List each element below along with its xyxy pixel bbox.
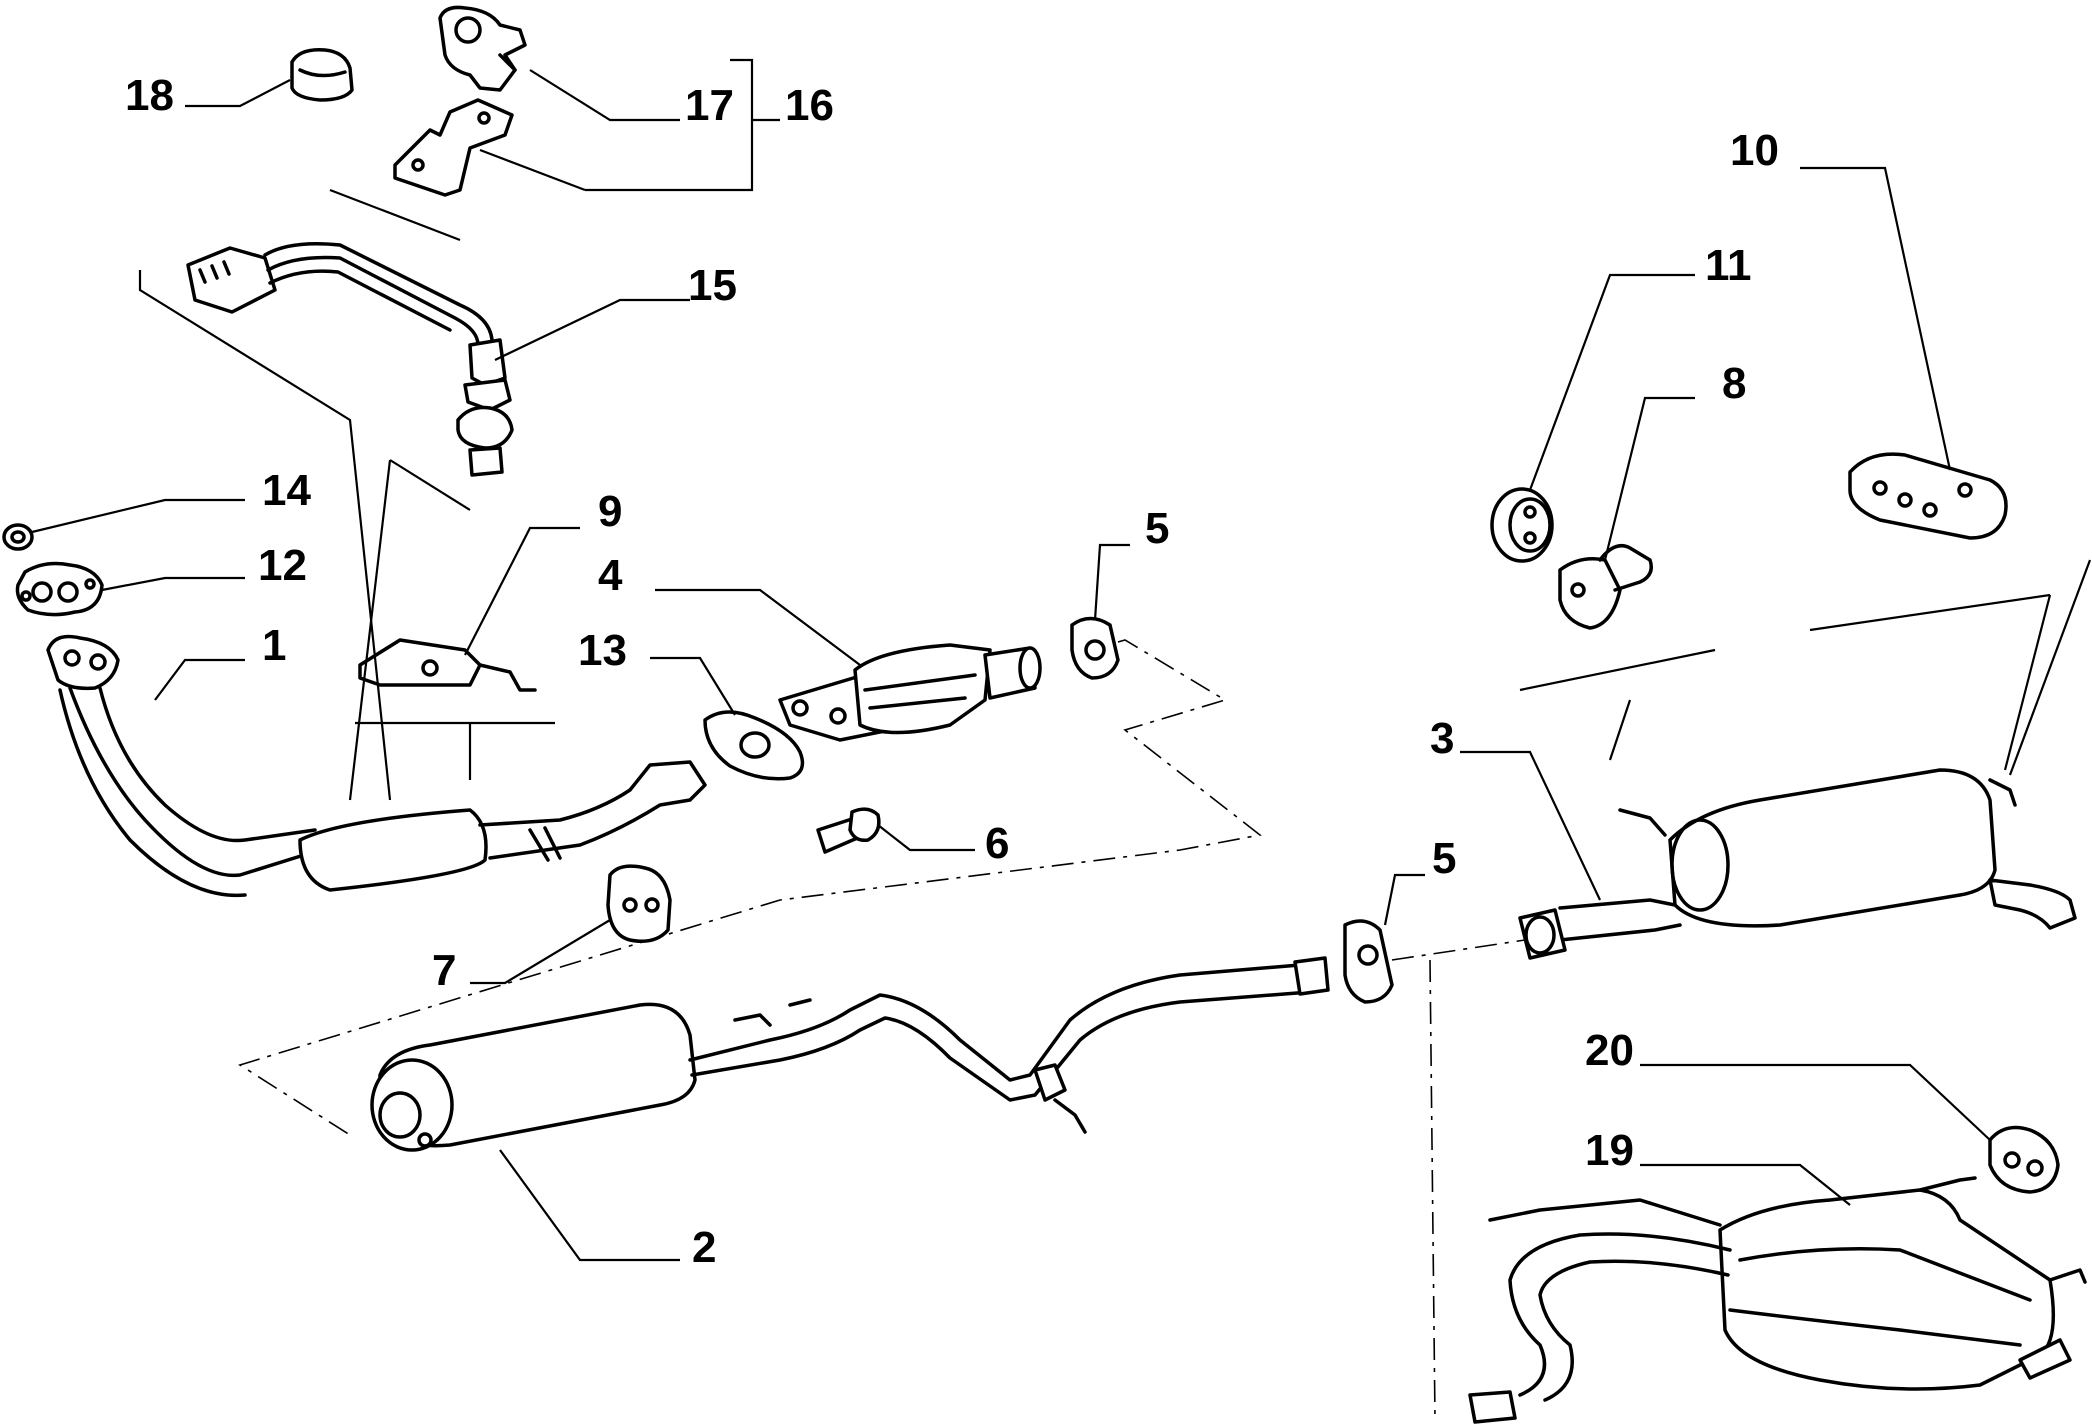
part-7-rubber-hanger-icon bbox=[606, 864, 672, 943]
label-20: 20 bbox=[1585, 1026, 1634, 1075]
label-19: 19 bbox=[1585, 1126, 1634, 1175]
label-7: 7 bbox=[432, 946, 456, 995]
label-15: 15 bbox=[688, 261, 737, 310]
label-2: 2 bbox=[692, 1223, 716, 1272]
label-10: 10 bbox=[1730, 126, 1779, 175]
part-19-rear-muffler-icon bbox=[1468, 1176, 2087, 1424]
part-16-bracket-icon bbox=[393, 98, 514, 197]
label-1: 1 bbox=[262, 621, 286, 670]
part-5-upper-rubber-mount-icon bbox=[1070, 616, 1120, 680]
label-6: 6 bbox=[985, 819, 1009, 868]
part-9-heat-shield-icon bbox=[358, 638, 537, 692]
assembly-dash-lines bbox=[238, 639, 1526, 1421]
label-3: 3 bbox=[1430, 714, 1454, 763]
part-1-front-pipe-icon bbox=[46, 634, 707, 898]
part-20-rubber-hanger-icon bbox=[1988, 1125, 2060, 1194]
part-6-bolt-icon bbox=[816, 807, 881, 854]
part-17-clamp-icon bbox=[438, 5, 527, 92]
label-18: 18 bbox=[125, 71, 174, 120]
part-18-cap-icon bbox=[290, 48, 354, 102]
part-4-catalytic-converter-icon bbox=[778, 643, 1042, 742]
label-16: 16 bbox=[785, 81, 834, 130]
part-5-lower-rubber-mount-icon bbox=[1343, 919, 1394, 1004]
label-9: 9 bbox=[598, 487, 622, 536]
leader-lines bbox=[31, 58, 2092, 1262]
part-2-center-muffler-icon bbox=[370, 956, 1330, 1152]
part-8-bracket-icon bbox=[1558, 544, 1653, 630]
label-5-upper: 5 bbox=[1145, 504, 1169, 553]
label-5-lower: 5 bbox=[1432, 834, 1456, 883]
part-labels: 1 2 3 4 5 5 6 7 8 9 10 11 12 13 14 15 16… bbox=[125, 71, 1779, 1272]
part-12-gasket-icon bbox=[15, 561, 104, 617]
part-3-rear-muffler-icon bbox=[1518, 768, 2077, 960]
label-17: 17 bbox=[685, 81, 734, 130]
label-13: 13 bbox=[578, 626, 627, 675]
part-15-oxygen-sensor-icon bbox=[186, 242, 514, 477]
label-12: 12 bbox=[258, 541, 307, 590]
part-13-gasket-icon bbox=[703, 710, 805, 781]
label-8: 8 bbox=[1722, 359, 1746, 408]
part-11-rubber-ring-icon bbox=[1490, 487, 1554, 563]
part-10-rubber-block-icon bbox=[1848, 452, 2008, 540]
part-14-nut-icon bbox=[2, 523, 34, 551]
label-14: 14 bbox=[262, 466, 311, 515]
label-4: 4 bbox=[598, 551, 623, 600]
label-11: 11 bbox=[1705, 241, 1752, 290]
